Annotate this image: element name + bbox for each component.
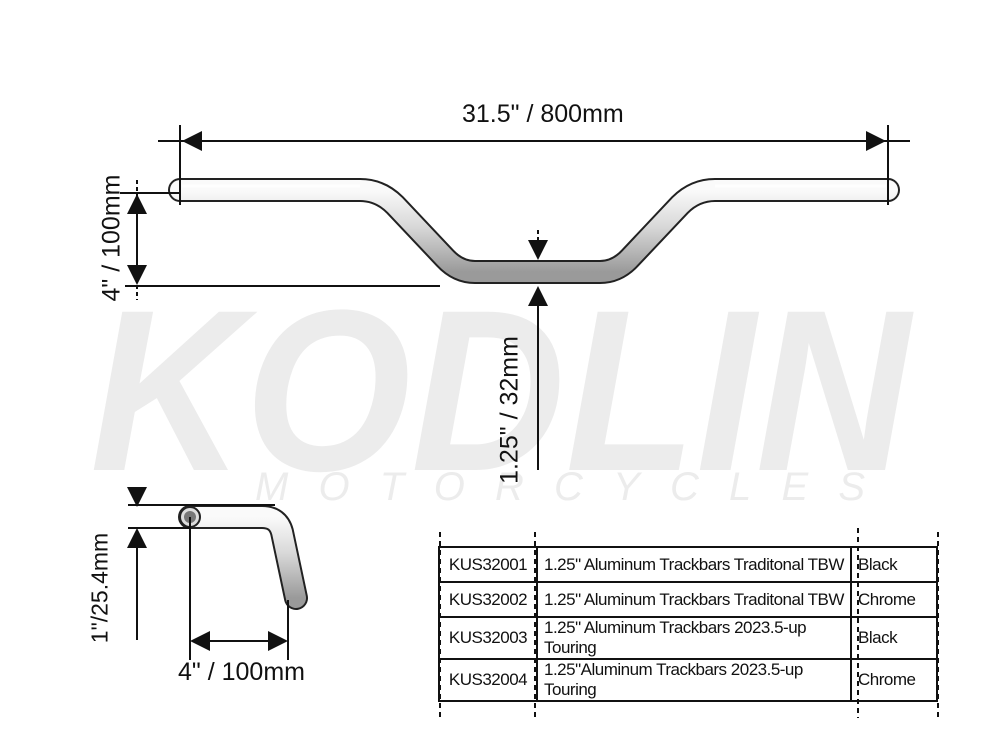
- color-cell: Black: [850, 546, 938, 583]
- side-dimensions: [127, 487, 289, 660]
- side-height-label: 1"/25.4mm: [86, 532, 113, 644]
- description-cell: 1.25" Aluminum Trackbars Traditonal TBW: [536, 546, 852, 583]
- rise-label: 4" / 100mm: [97, 174, 126, 302]
- handlebar-front-view: [168, 178, 900, 284]
- sku-cell: KUS32001: [438, 546, 538, 583]
- description-cell: 1.25" Aluminum Trackbars Traditonal TBW: [536, 581, 852, 618]
- diameter-label: 1.25" / 32mm: [495, 336, 524, 484]
- table-row: KUS32004 1.25"Aluminum Trackbars 2023.5-…: [438, 658, 938, 702]
- color-cell: Chrome: [850, 581, 938, 618]
- description-cell: 1.25" Aluminum Trackbars 2023.5-up Touri…: [536, 616, 852, 660]
- color-cell: Chrome: [850, 658, 938, 702]
- kodlin-watermark: KODLIN MOTORCYCLES: [90, 262, 915, 519]
- table-row: KUS32003 1.25" Aluminum Trackbars 2023.5…: [438, 616, 938, 660]
- handlebar-side-view: [178, 505, 308, 610]
- width-dimension: [158, 125, 910, 205]
- svg-text:MOTORCYCLES: MOTORCYCLES: [255, 465, 895, 509]
- sku-cell: KUS32003: [438, 616, 538, 660]
- color-cell: Black: [850, 616, 938, 660]
- rise-dimension: [120, 180, 440, 300]
- sku-cell: KUS32002: [438, 581, 538, 618]
- spec-table: KUS32001 1.25" Aluminum Trackbars Tradit…: [438, 546, 938, 702]
- table-row: KUS32001 1.25" Aluminum Trackbars Tradit…: [438, 546, 938, 583]
- table-row: KUS32002 1.25" Aluminum Trackbars Tradit…: [438, 581, 938, 618]
- width-label: 31.5" / 800mm: [462, 100, 624, 128]
- side-pullback-label: 4" / 100mm: [178, 658, 305, 686]
- svg-text:KODLIN: KODLIN: [90, 262, 915, 519]
- description-cell: 1.25"Aluminum Trackbars 2023.5-up Tourin…: [536, 658, 852, 702]
- sku-cell: KUS32004: [438, 658, 538, 702]
